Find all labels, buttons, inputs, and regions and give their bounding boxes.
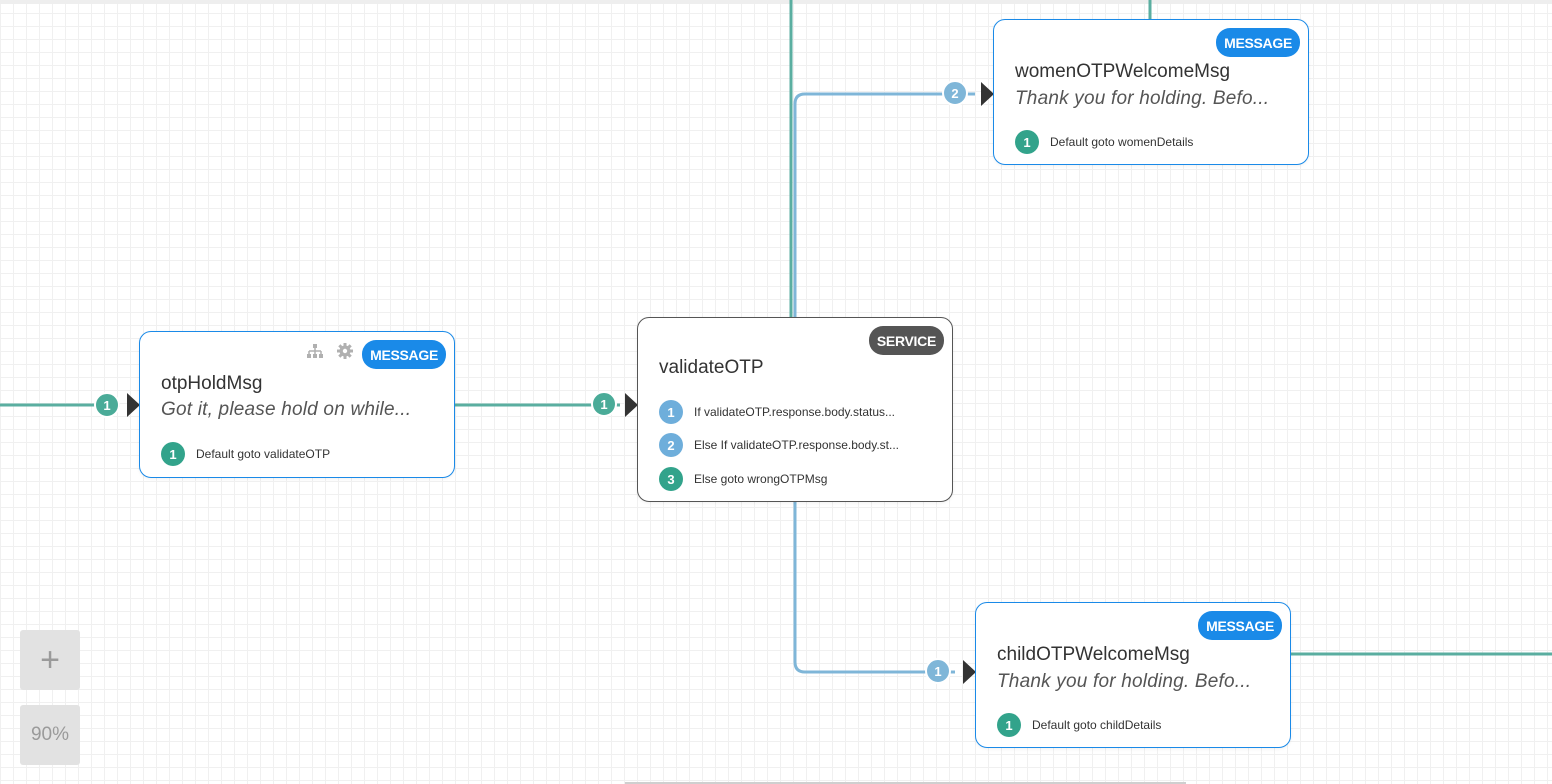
route-number: 1 [997,713,1021,737]
route-number: 1 [1015,130,1039,154]
service-badge: SERVICE [868,326,944,355]
connector-validateOTP-to-child [793,502,955,674]
canvas-top-border [0,0,1552,4]
connector-validateOTP-to-women [793,92,975,318]
node-route-row[interactable]: 2 Else If validateOTP.response.body.st..… [659,433,899,457]
node-title: childOTPWelcomeMsg [997,644,1190,665]
node-route-row[interactable]: 1 If validateOTP.response.body.status... [659,400,895,424]
route-number: 1 [161,442,185,466]
arrow-into-otpHoldMsg [127,393,140,417]
node-message-preview: Thank you for holding. Befo... [1015,88,1270,109]
node-childOTPWelcomeMsg[interactable]: MESSAGE childOTPWelcomeMsg Thank you for… [975,602,1291,748]
port-into-womenOTPWelcomeMsg[interactable]: 2 [942,80,968,106]
route-text: Else If validateOTP.response.body.st... [694,438,899,452]
horizontal-scrollbar[interactable] [625,782,1186,784]
node-title: womenOTPWelcomeMsg [1015,61,1231,82]
route-text: Else goto wrongOTPMsg [694,472,828,486]
hierarchy-icon[interactable] [306,343,324,364]
node-title: otpHoldMsg [161,373,263,394]
node-tools [306,342,354,365]
route-number: 3 [659,467,683,491]
node-route-row[interactable]: 1 Default goto womenDetails [1015,130,1193,154]
node-message-preview: Got it, please hold on while... [161,399,412,420]
arrow-into-childOTPWelcomeMsg [963,660,976,684]
gear-icon[interactable] [336,342,354,365]
node-route-row[interactable]: 1 Default goto validateOTP [161,442,330,466]
route-text: Default goto womenDetails [1050,135,1194,149]
port-into-childOTPWelcomeMsg[interactable]: 1 [925,658,951,684]
port-into-validateOTP[interactable]: 1 [591,391,617,417]
node-title: validateOTP [659,357,764,378]
node-route-row[interactable]: 3 Else goto wrongOTPMsg [659,467,827,491]
node-otpHoldMsg[interactable]: MESSAGE otpHoldMsg Got it, please hold o… [139,331,455,478]
port-into-otpHoldMsg[interactable]: 1 [94,392,120,418]
node-route-row[interactable]: 1 Default goto childDetails [997,713,1161,737]
route-text: Default goto childDetails [1032,718,1162,732]
arrow-into-womenOTPWelcomeMsg [981,82,994,106]
message-badge: MESSAGE [1216,28,1300,57]
node-message-preview: Thank you for holding. Befo... [997,671,1252,692]
arrow-into-validateOTP [625,393,638,417]
node-validateOTP[interactable]: SERVICE validateOTP 1 If validateOTP.res… [637,317,953,502]
node-womenOTPWelcomeMsg[interactable]: MESSAGE womenOTPWelcomeMsg Thank you for… [993,19,1309,165]
zoom-level-indicator[interactable]: 90% [20,705,80,765]
message-badge: MESSAGE [362,340,446,369]
message-badge: MESSAGE [1198,611,1282,640]
route-number: 1 [659,400,683,424]
zoom-in-button[interactable]: + [20,630,80,690]
route-number: 2 [659,433,683,457]
route-text: If validateOTP.response.body.status... [694,405,895,419]
route-text: Default goto validateOTP [196,447,331,461]
